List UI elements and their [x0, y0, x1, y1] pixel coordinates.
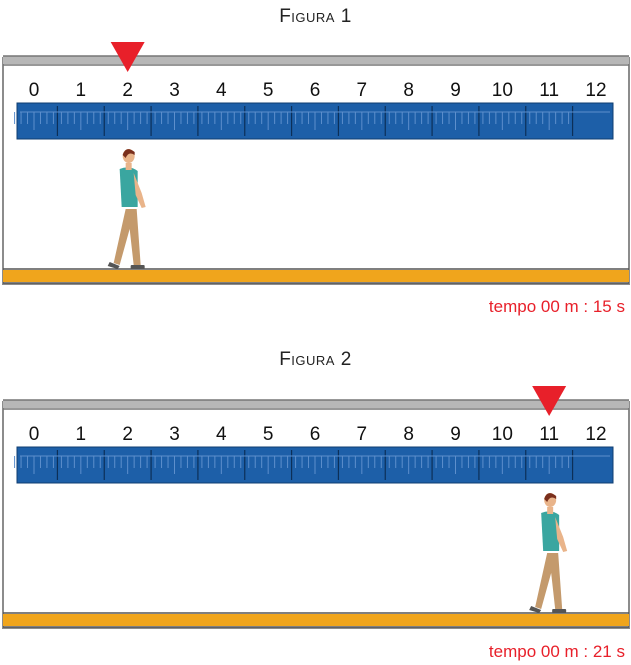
- ruler-tick-label-4: 4: [216, 80, 227, 101]
- person-neck: [125, 163, 132, 170]
- ruler-tick-label-2: 2: [122, 80, 133, 101]
- ruler-tick-label-5: 5: [263, 424, 274, 445]
- ruler-tick-label-11: 11: [539, 424, 559, 445]
- position-marker: [532, 386, 567, 416]
- ruler-tick-label-11: 11: [539, 80, 559, 101]
- ruler-tick-label-3: 3: [169, 80, 180, 101]
- person-hair: [544, 493, 557, 502]
- ruler-tick-label-4: 4: [216, 424, 227, 445]
- ruler-tick-label-1: 1: [76, 80, 87, 101]
- ruler-tick-label-2: 2: [122, 424, 133, 445]
- person-legs: [535, 553, 563, 609]
- ruler-tick-label-10: 10: [492, 80, 513, 101]
- person-arm: [555, 517, 568, 552]
- floor: [3, 270, 629, 282]
- person-legs: [113, 209, 141, 265]
- figure-1-time-label: tempo 00 m : 15 s: [488, 297, 625, 316]
- person-torso: [119, 167, 138, 207]
- top-rail: [3, 56, 629, 64]
- ruler-tick-label-12: 12: [585, 424, 606, 445]
- ruler-tick-label-0: 0: [29, 424, 40, 445]
- figure-2-time-label: tempo 00 m : 21 s: [488, 642, 625, 661]
- ruler-tick-label-1: 1: [76, 424, 87, 445]
- floor: [3, 614, 629, 626]
- walking-person: [107, 149, 146, 269]
- corridor-frame: [2, 401, 630, 629]
- ruler-tick-label-9: 9: [450, 424, 461, 445]
- ruler-tick-label-7: 7: [357, 80, 368, 101]
- ruler-tick-label-8: 8: [403, 80, 414, 101]
- ruler-tick-label-3: 3: [169, 424, 180, 445]
- position-marker: [110, 42, 145, 72]
- corridor-frame: [2, 57, 630, 285]
- person-shoe: [552, 609, 567, 613]
- ruler-tick-label-12: 12: [585, 80, 606, 101]
- person-shoe: [107, 262, 120, 269]
- ruler-tick-label-0: 0: [29, 80, 40, 101]
- person-torso: [541, 511, 560, 551]
- ruler-tick-label-6: 6: [310, 80, 321, 101]
- walking-person: [529, 493, 568, 613]
- person-hair: [122, 149, 135, 158]
- ruler-tick-label-7: 7: [357, 424, 368, 445]
- ruler-tick-label-5: 5: [263, 80, 274, 101]
- figure-2-title: Figura 2: [279, 349, 352, 370]
- person-shoe: [529, 606, 542, 613]
- ruler-tick-label-8: 8: [403, 424, 414, 445]
- person-arm: [133, 173, 146, 208]
- figure-1-title: Figura 1: [279, 6, 352, 27]
- ruler-tick-label-10: 10: [492, 424, 513, 445]
- ruler-tick-label-9: 9: [450, 80, 461, 101]
- person-neck: [547, 507, 554, 514]
- person-shoe: [130, 265, 145, 269]
- ruler-tick-label-6: 6: [310, 424, 321, 445]
- top-rail: [3, 400, 629, 408]
